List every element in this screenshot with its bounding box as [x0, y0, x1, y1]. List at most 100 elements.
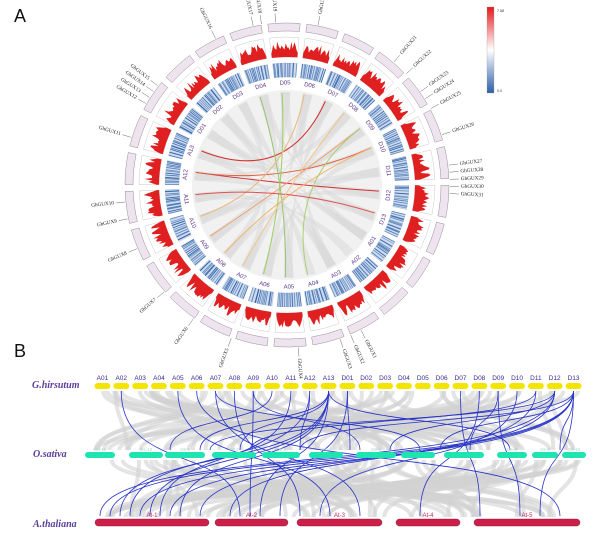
- gene-label: GhGUX6: [173, 326, 190, 346]
- ghirsutum-chromosome-label: D11: [530, 375, 542, 382]
- ghirsutum-chromosome-label: D12: [549, 375, 561, 382]
- chromosome-ideogram: [124, 152, 137, 185]
- athaliana-chromosome-bar: [395, 518, 461, 527]
- density-stripe: [218, 83, 227, 96]
- background-synteny: [210, 459, 413, 518]
- species-label-osativa: O.sativa: [33, 449, 67, 460]
- density-stripe: [253, 67, 259, 82]
- chromosome-ideogram: [267, 22, 301, 33]
- density-stripe: [390, 214, 405, 220]
- density-stripe: [356, 267, 367, 279]
- background-synteny: [93, 389, 554, 452]
- density-stripe: [166, 202, 181, 206]
- density-stripe: [188, 248, 201, 258]
- osativa-chromosome-label: Os-2: [229, 447, 239, 452]
- background-synteny: [138, 390, 384, 451]
- density-stripe: [386, 137, 400, 144]
- density-stripe: [251, 68, 256, 82]
- ortholog-link-os: [199, 390, 329, 451]
- osativa-chromosome-label: Os-12: [140, 447, 153, 452]
- density-stripe: [388, 220, 403, 226]
- density-stripe: [325, 71, 332, 85]
- gene-pointer: [128, 248, 138, 253]
- chromosome-ideogram: [346, 311, 380, 335]
- density-stripe: [165, 190, 180, 193]
- osativa-chromosome-label: Os-5: [371, 447, 381, 452]
- background-synteny: [112, 390, 244, 451]
- chromosome-label: A03: [330, 269, 343, 280]
- gene-label: GhGUX22: [412, 48, 433, 68]
- background-synteny: [514, 459, 539, 518]
- density-stripe: [316, 288, 321, 303]
- density-stripe: [179, 125, 193, 134]
- density-stripe: [165, 190, 180, 192]
- ghirsutum-chromosome-bar: [509, 383, 525, 389]
- density-stripe: [270, 291, 273, 306]
- ortholog-link-os: [252, 390, 361, 451]
- density-stripe: [224, 277, 233, 291]
- expression-histogram: [382, 94, 409, 122]
- synteny-ribbon: [198, 126, 366, 225]
- density-stripe: [206, 92, 217, 105]
- density-stripe: [309, 65, 314, 80]
- chromosome-label: D12: [385, 189, 392, 201]
- density-stripe: [394, 190, 409, 192]
- background-synteny: [460, 390, 575, 451]
- gene-pointer: [115, 201, 125, 204]
- density-stripe: [277, 63, 280, 78]
- gene-pointer: [448, 163, 458, 166]
- density-stripe: [204, 264, 215, 276]
- chromosome-label: A07: [235, 272, 248, 282]
- osativa-chromosome-bar: [262, 452, 300, 458]
- density-stripe: [394, 169, 409, 172]
- ghirsutum-chromosome-label: A13: [323, 375, 335, 382]
- chromosome-label: A10: [187, 217, 197, 230]
- chromosome-label: A11: [182, 194, 189, 206]
- density-stripe: [315, 289, 320, 303]
- density-stripe: [391, 212, 405, 218]
- chromosome-label: D09: [364, 120, 376, 133]
- density-stripe: [186, 115, 199, 124]
- density-stripe: [273, 63, 276, 78]
- density-stripe: [380, 239, 393, 247]
- density-stripe: [251, 288, 256, 302]
- density-stripe: [365, 259, 376, 270]
- colorbar-max-label: 7.58: [497, 9, 504, 13]
- density-stripe: [352, 270, 362, 283]
- density-stripe: [165, 178, 180, 180]
- duplication-link: [242, 112, 345, 267]
- athaliana-chromosome-bar: [214, 518, 289, 527]
- density-stripe: [371, 251, 383, 262]
- expression-histogram: [245, 306, 272, 326]
- synteny-ribbon: [238, 101, 266, 271]
- density-stripe: [180, 124, 194, 132]
- ortholog-link-os: [299, 390, 574, 451]
- density-stripe: [354, 90, 365, 102]
- ghirsutum-chromosome-bar: [339, 383, 356, 389]
- chromosome-ideogram: [273, 337, 307, 348]
- density-stripe: [196, 102, 208, 113]
- gene-label: GhGUX1: [363, 339, 378, 360]
- athaliana-chromosome-label: At-3: [334, 513, 346, 519]
- density-stripe: [342, 80, 351, 93]
- ghirsutum-chromosome-bar: [433, 383, 450, 389]
- density-stripe: [167, 205, 182, 209]
- ortholog-link-os: [389, 390, 556, 451]
- gene-label: GhGUX29: [461, 175, 484, 182]
- chromosome-label: D04: [255, 83, 268, 92]
- density-stripe: [165, 192, 180, 195]
- density-stripe: [204, 94, 215, 106]
- ghirsutum-chromosome-bar: [414, 383, 431, 389]
- density-stripe: [353, 269, 363, 282]
- chromosome-label: D08: [347, 102, 360, 114]
- density-stripe: [343, 276, 352, 289]
- density-stripe: [315, 67, 320, 81]
- density-stripe: [236, 283, 243, 297]
- density-stripe: [278, 292, 281, 307]
- expression-histogram: [307, 304, 335, 326]
- osativa-chromosome-bar: [532, 452, 558, 458]
- ghirsutum-chromosome-label: A01: [97, 375, 109, 382]
- density-stripe: [166, 203, 181, 207]
- density-stripe: [182, 122, 195, 130]
